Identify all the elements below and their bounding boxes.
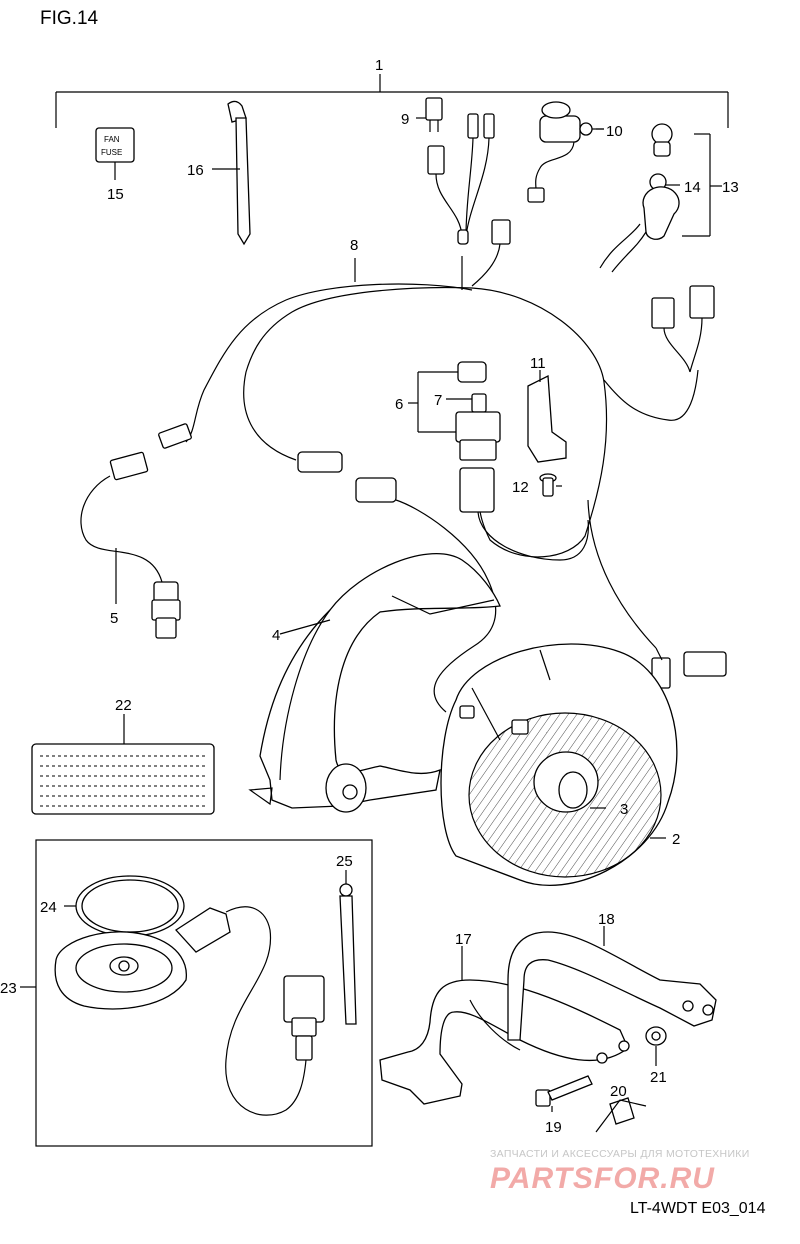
fuse-part (416, 97, 443, 132)
sensor-unit-part (54, 906, 325, 1116)
right-upper-connectors (651, 285, 715, 373)
callout-21: 21 (650, 1069, 667, 1086)
fan-label-text: FAN (104, 135, 120, 144)
figure-title: FIG.14 (40, 8, 99, 29)
callout-8: 8 (350, 237, 358, 254)
callout-2: 2 (672, 831, 680, 848)
fuse-label-text: FUSE (101, 148, 122, 157)
callout-24: 24 (40, 899, 57, 916)
right-lower-connectors (651, 647, 727, 689)
callout-19: 19 (545, 1119, 562, 1136)
watermark-tagline: ЗАПЧАСТИ И АКСЕССУАРЫ ДЛЯ МОТОТЕХНИКИ (490, 1148, 750, 1160)
o-ring-part (64, 875, 185, 937)
center-connectors (297, 451, 497, 713)
callout-5: 5 (110, 610, 118, 627)
cable-tie-part (212, 100, 251, 246)
leader-lines (279, 128, 666, 839)
callout-12: 12 (512, 479, 529, 496)
callout-22: 22 (115, 697, 132, 714)
main-harness-part (185, 256, 699, 649)
kit-box-23 (20, 839, 373, 1147)
callout-14: 14 (684, 179, 701, 196)
screw-part (539, 473, 557, 497)
relay-bracket-part (527, 370, 567, 463)
watermark: ЗАПЧАСТИ И АКСЕССУАРЫ ДЛЯ МОТОТЕХНИКИ PA… (490, 1148, 750, 1195)
callout-18: 18 (598, 911, 615, 928)
callout-4: 4 (272, 627, 280, 644)
relay-connector (459, 467, 589, 561)
mount-bracket-18-part (507, 926, 717, 1041)
assembly-bracket-1 (55, 74, 729, 128)
mount-bracket-17-part (379, 946, 630, 1105)
callout-15: 15 (107, 186, 124, 203)
callout-6: 6 (395, 396, 403, 413)
callout-labels: 1 2 3 4 5 6 7 8 9 10 11 12 13 14 15 16 1… (0, 57, 739, 1136)
small-tie-part (339, 870, 357, 1025)
washer-21-part (645, 1026, 667, 1066)
thermo-switch-part (115, 548, 181, 639)
callout-13: 13 (722, 179, 739, 196)
left-connectors (80, 423, 192, 583)
indicator-socket-part (599, 123, 722, 273)
figure-code: LT-4WDT E03_014 (630, 1200, 766, 1217)
collar-20-part (595, 1097, 647, 1133)
fan-switch-part (527, 101, 604, 203)
relay-part (408, 361, 501, 461)
callout-20: 20 (610, 1083, 627, 1100)
callout-10: 10 (606, 123, 623, 140)
bolt-19-part (535, 1075, 593, 1112)
callout-7: 7 (434, 392, 442, 409)
watermark-brand: PARTSFOR.RU (490, 1162, 715, 1195)
callout-9: 9 (401, 111, 409, 128)
fan-motor-part (440, 643, 678, 886)
callout-23: 23 (0, 980, 17, 997)
fuse-holder-leads (427, 113, 511, 287)
callout-3: 3 (620, 801, 628, 818)
callout-11: 11 (530, 355, 546, 372)
callout-17: 17 (455, 931, 472, 948)
callout-1: 1 (375, 57, 383, 74)
caution-label-part (31, 714, 215, 815)
callout-16: 16 (187, 162, 204, 179)
fan-shroud-part (248, 553, 501, 813)
fan-fuse-label-part: FAN FUSE (95, 127, 135, 180)
callout-25: 25 (336, 853, 353, 870)
